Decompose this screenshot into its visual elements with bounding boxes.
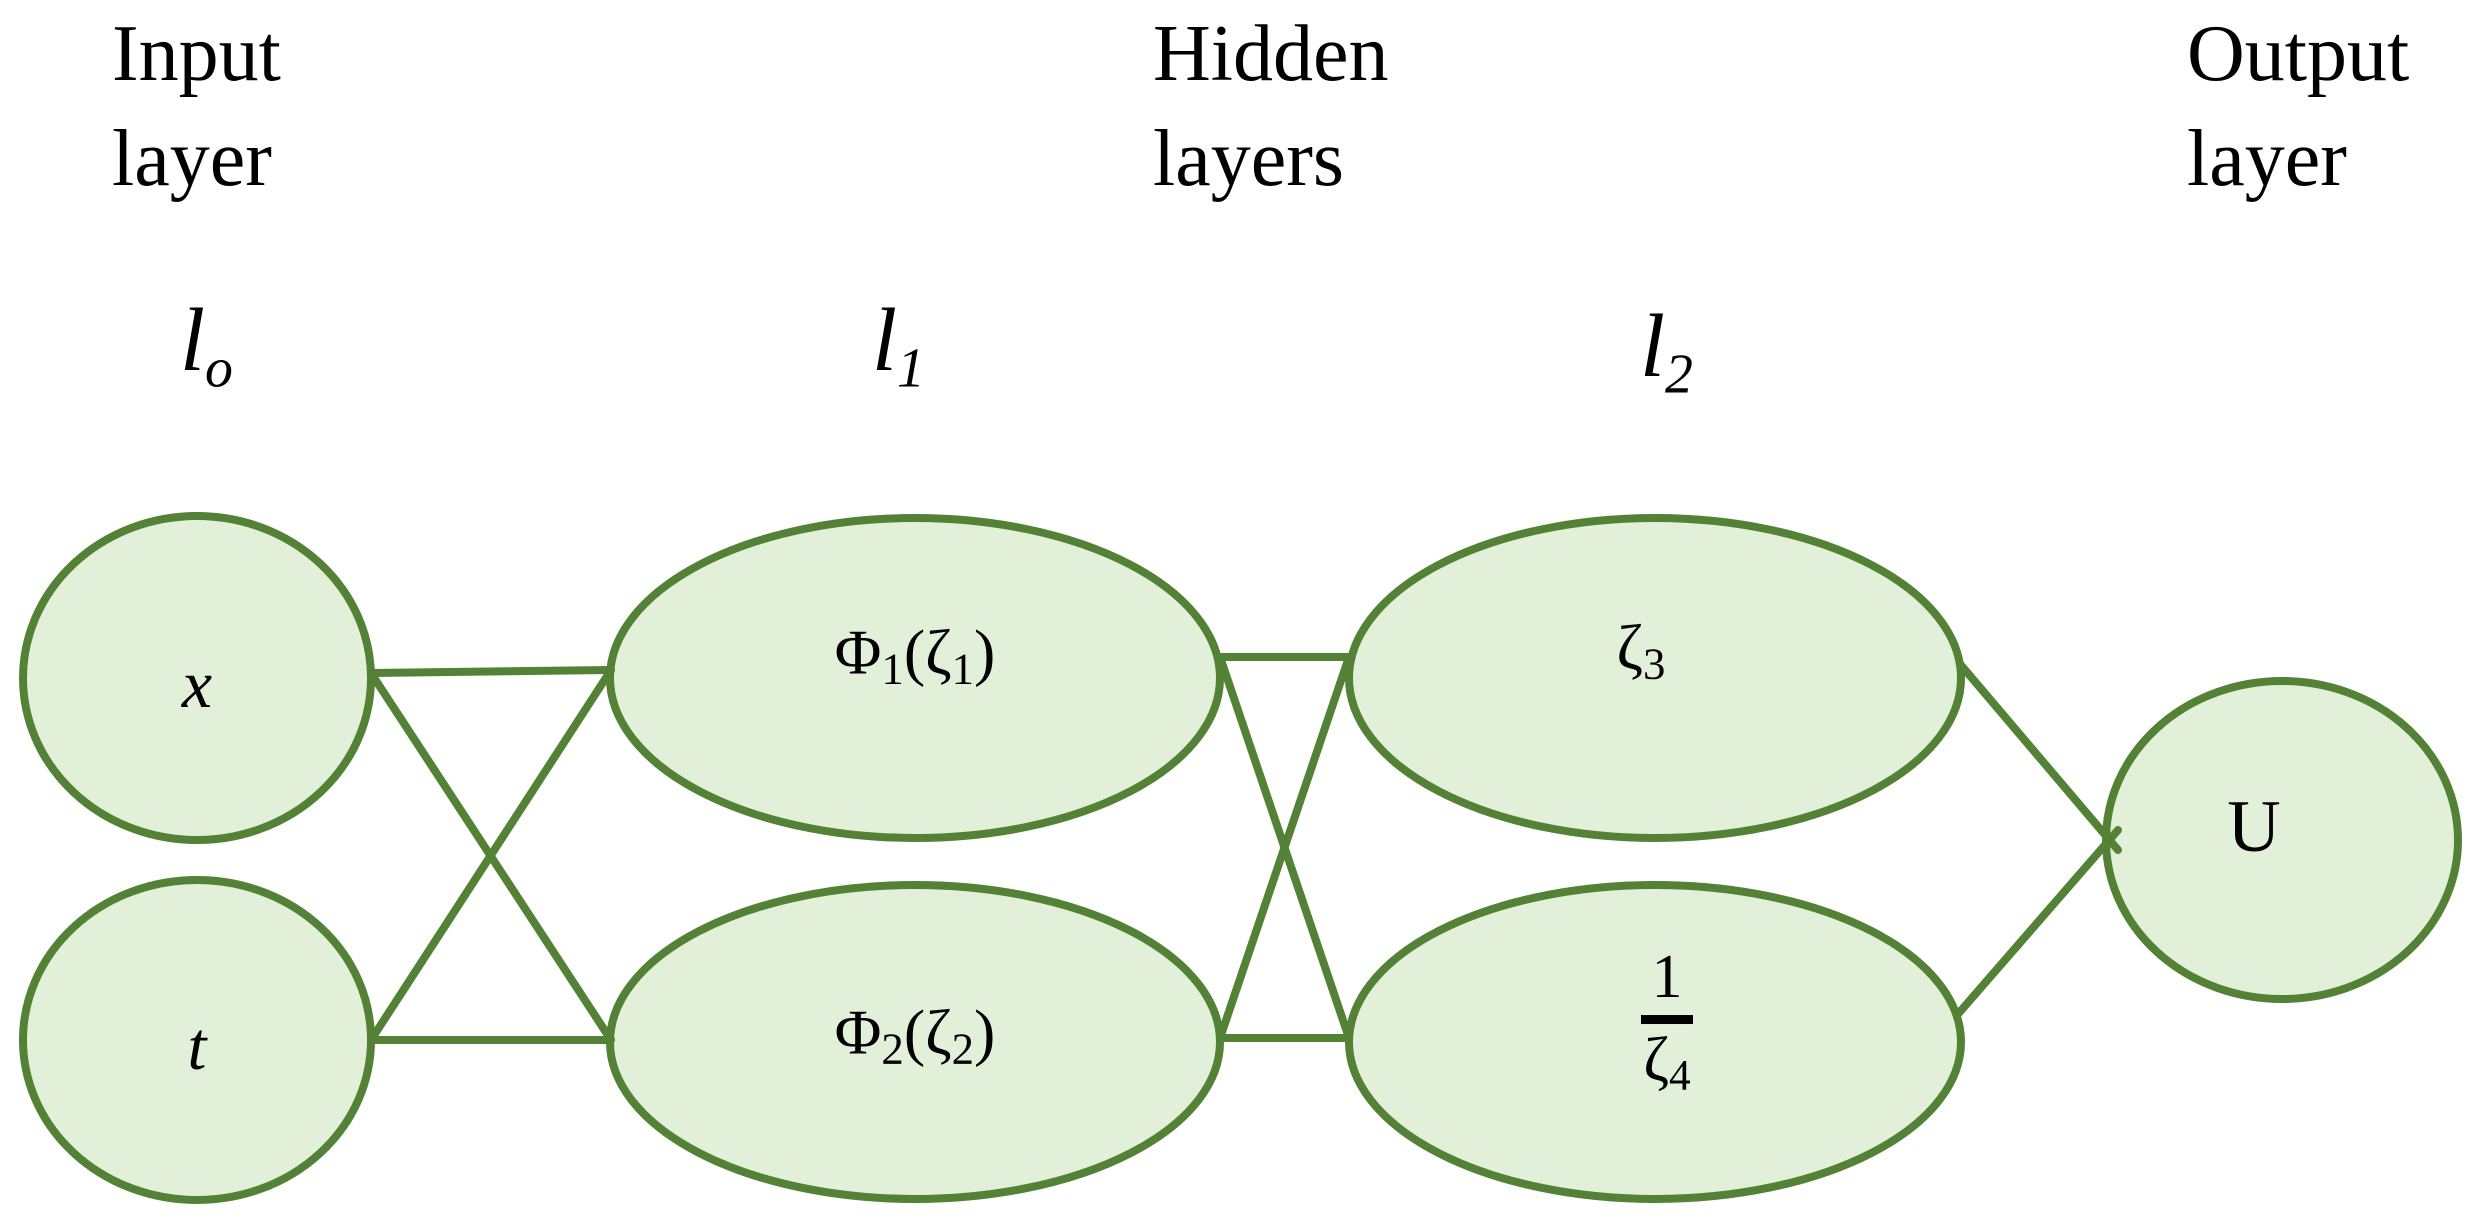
node-label-hidden2-zeta3: ζ3	[1616, 611, 1666, 689]
edge-t-phi1	[367, 666, 615, 1044]
layer-symbol-l0: lo	[180, 296, 233, 398]
layer-symbol-sub: o	[205, 337, 233, 400]
node-label-input-t: t	[187, 1008, 207, 1084]
node-shape-hidden2-zeta3	[1345, 514, 1965, 842]
fraction-bar	[1641, 1015, 1693, 1025]
edge-zeta3-u	[1956, 660, 2122, 854]
layer-symbol-base: l	[180, 291, 206, 390]
output-layer-header: Output layer	[2187, 10, 2410, 203]
node-label-input-x: x	[181, 646, 213, 722]
layer-symbol-base: l	[872, 291, 898, 390]
layer-symbol-base: l	[1640, 297, 1666, 396]
node-label-hidden1-phi2: Φ2(ζ2)	[834, 996, 996, 1074]
node-label-output-u: U	[2227, 786, 2281, 868]
input-layer-header: Input layer	[112, 10, 281, 203]
node-label-hidden2-inv-zeta4: 1 ζ4	[1641, 946, 1693, 1098]
node-label-hidden1-phi1: Φ1(ζ1)	[834, 616, 996, 694]
layer-symbol-sub: 2	[1665, 343, 1693, 406]
edge-x-phi1	[367, 666, 615, 677]
layer-symbol-sub: 1	[897, 337, 925, 400]
edge-zeta4-u	[1954, 826, 2122, 1018]
edge-phi2-zeta3	[1216, 653, 1353, 1042]
node-shape-output-u	[2102, 677, 2462, 1003]
fraction-numerator: 1	[1651, 943, 1683, 1012]
layer-symbol-l2: l2	[1640, 302, 1693, 404]
layer-symbol-l1: l1	[872, 296, 925, 398]
fraction-denominator: ζ4	[1643, 1026, 1691, 1100]
hidden-layers-header: Hidden layers	[1153, 10, 1389, 203]
